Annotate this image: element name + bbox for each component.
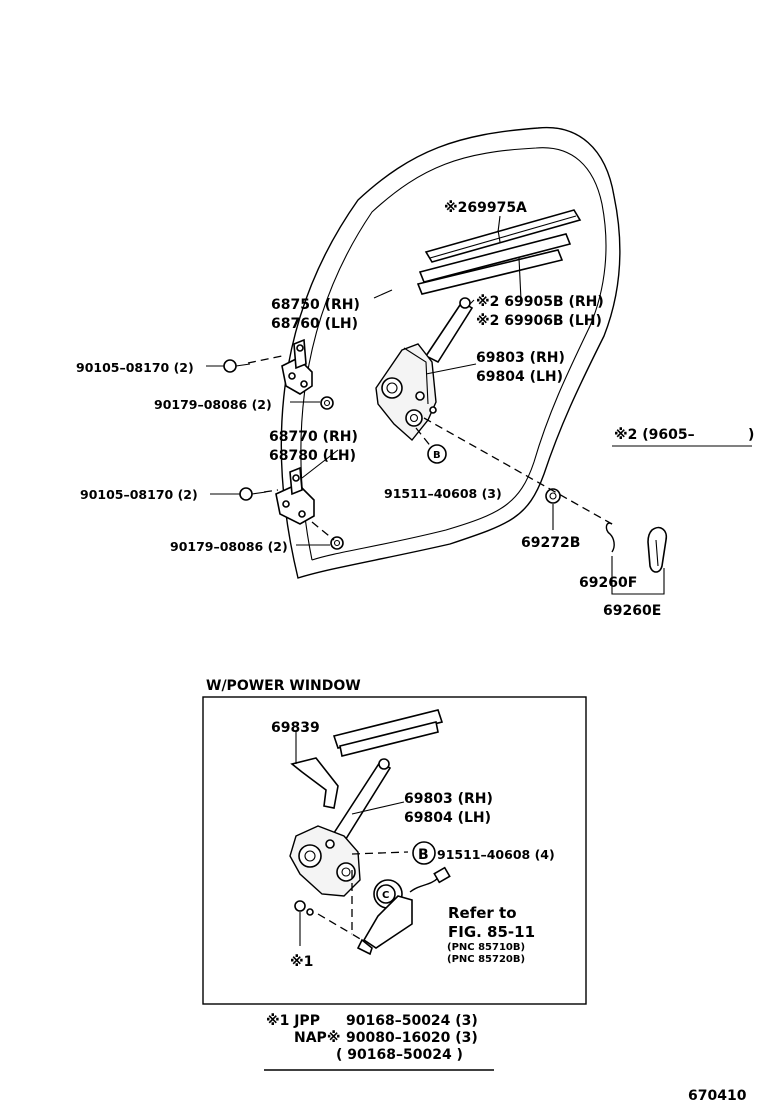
- footnote-3-part: ( 90168–50024 ): [336, 1047, 463, 1063]
- marker-b-bottom-letter: B: [418, 847, 429, 863]
- footnote-2-part: 90080–16020 (3): [346, 1030, 478, 1046]
- note-2-close: ): [748, 427, 754, 443]
- section-title-power-window: W/POWER WINDOW: [206, 678, 361, 694]
- label-90179-upper: 90179–08086 (2): [154, 397, 272, 412]
- leaders-top: [206, 215, 752, 595]
- pnc-reference-2: (PNC 85720B): [447, 954, 525, 965]
- screw-star1: [294, 900, 314, 916]
- label-269975a: ※269975A: [444, 200, 527, 216]
- bracket-69839: [290, 757, 339, 809]
- marker-b-top: [427, 444, 447, 464]
- footnote-1-part: 90168–50024 (3): [346, 1013, 478, 1029]
- label-69260f: 69260F: [579, 575, 637, 591]
- figure-number: 670410: [688, 1088, 747, 1104]
- label-69906b: ※2 69906B (LH): [476, 313, 602, 329]
- pnc-reference-1: (PNC 85710B): [447, 942, 525, 953]
- window-regulator-bottom: [289, 758, 392, 897]
- window-motor: [356, 866, 451, 956]
- label-69803-bottom: 69803 (RH): [404, 791, 493, 807]
- label-68770: 68770 (RH): [269, 429, 358, 445]
- run-channel-bottom: [332, 709, 444, 757]
- marker-b-top-letter: B: [433, 450, 441, 461]
- label-69260e: 69260E: [603, 603, 661, 619]
- label-91511-top: 91511–40608 (3): [384, 486, 502, 501]
- marker-c-letter: C: [382, 890, 389, 901]
- run-channel-269975a: [424, 209, 582, 263]
- figure-reference: FIG. 85-11: [448, 923, 535, 941]
- label-69272b: 69272B: [521, 535, 580, 551]
- lower-hinge: [275, 466, 315, 525]
- bolt-90105-lower: [239, 487, 267, 501]
- clip-69260e: [647, 526, 668, 573]
- refer-to-text: Refer to: [448, 904, 517, 922]
- label-69803-top: 69803 (RH): [476, 350, 565, 366]
- run-channel-69905b: [416, 233, 572, 301]
- clip-69260f: [605, 522, 615, 553]
- marker-c: [376, 884, 396, 904]
- bolt-90105-upper: [223, 359, 251, 373]
- window-regulator-top: [375, 297, 474, 442]
- label-68780: 68780 (LH): [269, 448, 356, 464]
- label-69804-bottom: 69804 (LH): [404, 810, 491, 826]
- label-68750: 68750 (RH): [271, 297, 360, 313]
- power-window-frame: [202, 696, 587, 1005]
- label-69804-top: 69804 (LH): [476, 369, 563, 385]
- door-outline: [280, 126, 621, 579]
- leaders-bottom: [295, 730, 409, 946]
- label-star1: ※1: [290, 954, 313, 970]
- label-69905b: ※2 69905B (RH): [476, 294, 604, 310]
- footnote-2-code: NAP※: [294, 1030, 340, 1046]
- footnote-1-code: ※1 JPP: [266, 1013, 320, 1029]
- label-68760: 68760 (LH): [271, 316, 358, 332]
- label-90105-upper: 90105–08170 (2): [76, 360, 194, 375]
- note-2-date: ※2 (9605–: [614, 427, 695, 443]
- label-69839: 69839: [271, 720, 320, 736]
- label-90179-lower: 90179–08086 (2): [170, 539, 288, 554]
- label-90105-lower: 90105–08170 (2): [80, 487, 198, 502]
- nut-90179-upper: [320, 396, 334, 410]
- grommet-69272b: [545, 488, 561, 504]
- upper-hinge: [281, 338, 313, 395]
- label-91511-bottom: 91511–40608 (4): [437, 847, 555, 862]
- marker-b-bottom: [412, 841, 436, 865]
